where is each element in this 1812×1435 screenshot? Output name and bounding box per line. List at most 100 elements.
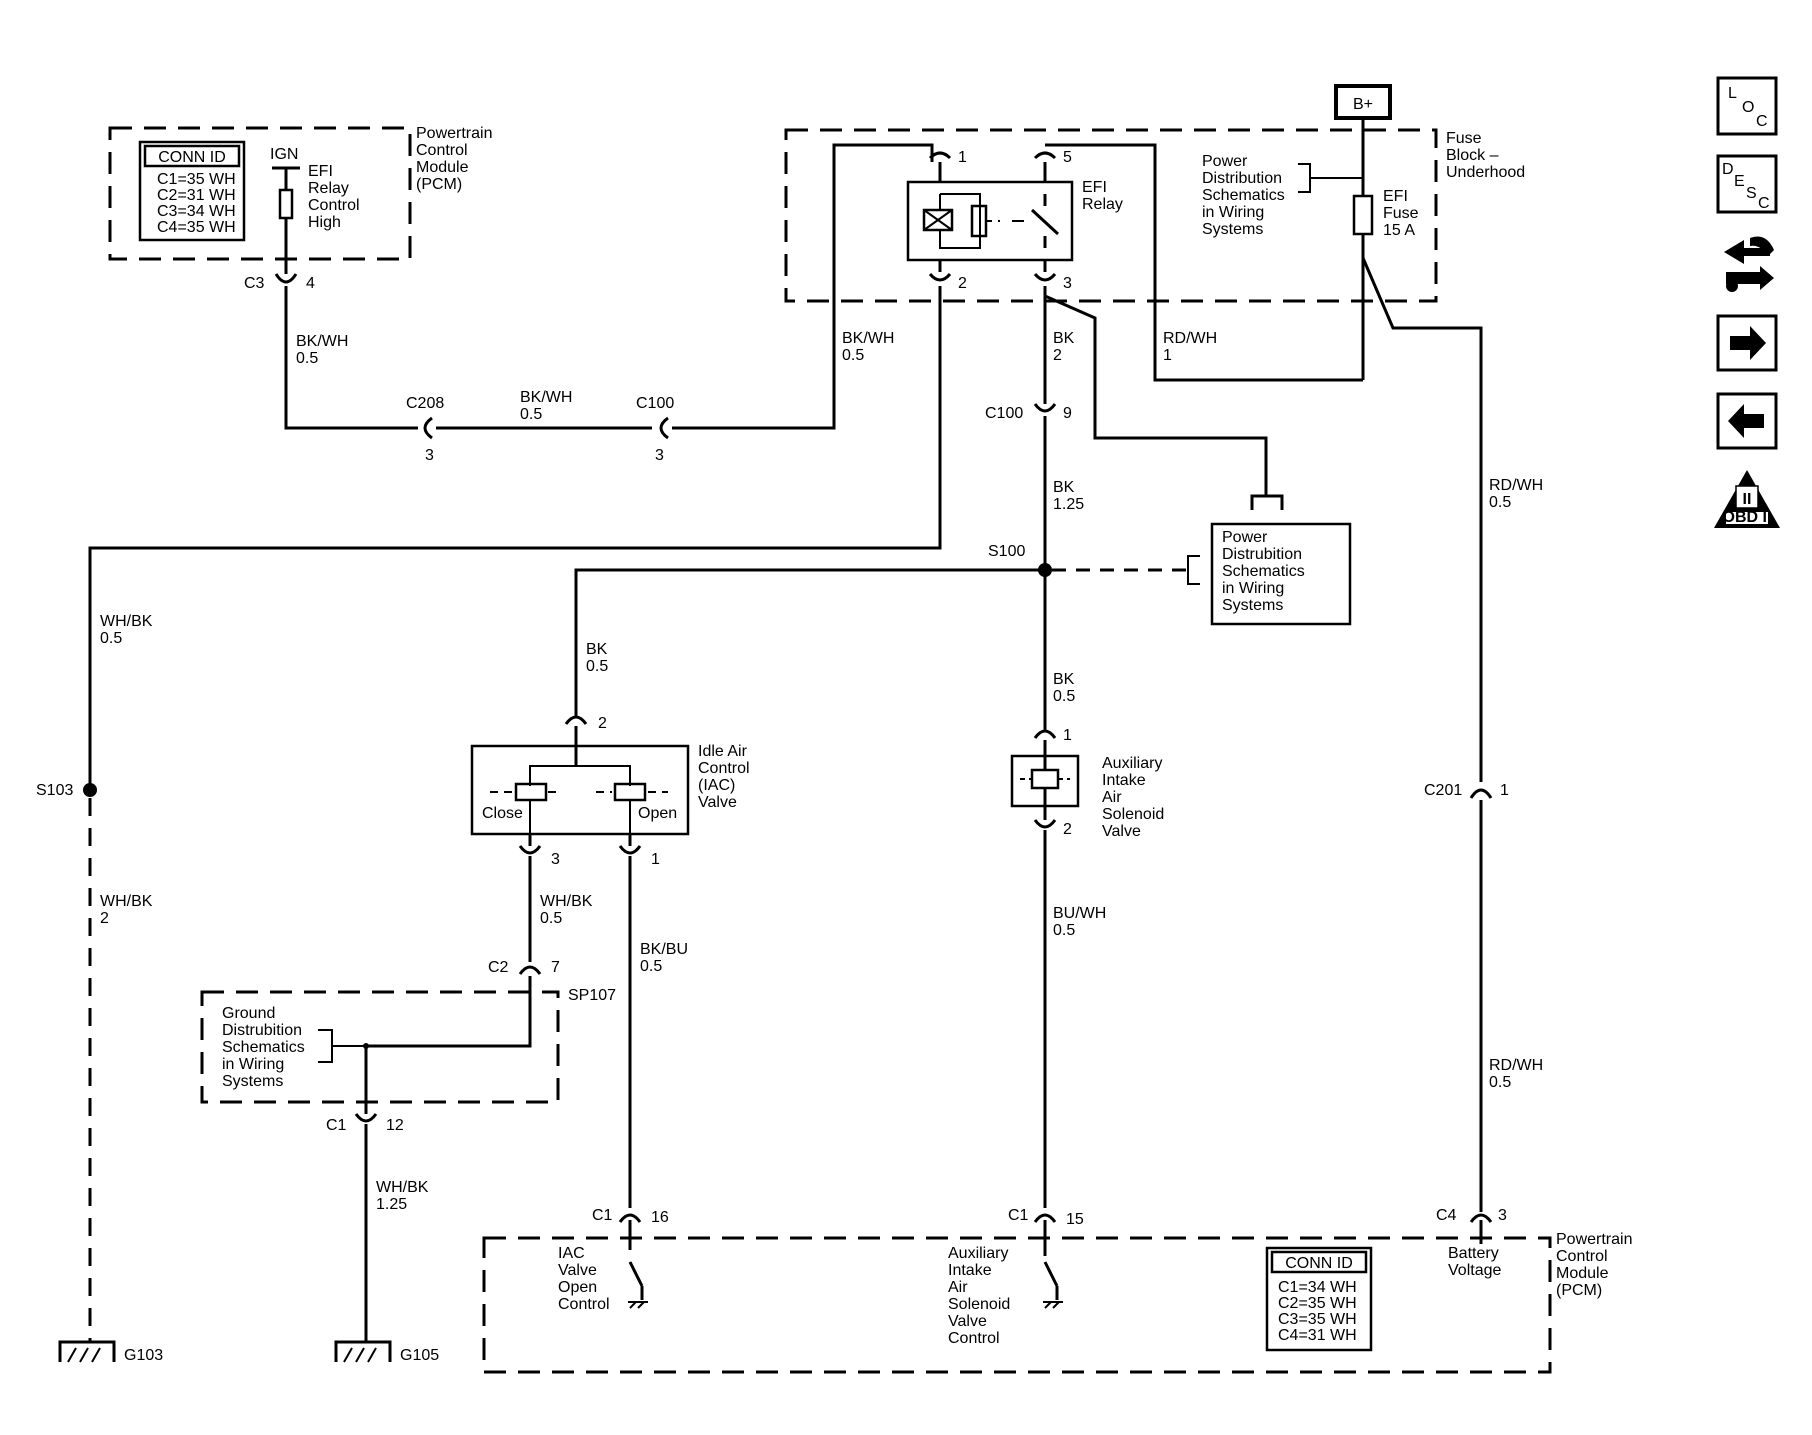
tools-icon[interactable]	[1724, 236, 1774, 293]
desc-button[interactable]: D E S C	[1716, 154, 1778, 214]
loc-icon-letter: O	[1742, 99, 1754, 116]
ground-ref: in Wiring	[222, 1056, 284, 1073]
power-distribution-ref: Power	[1222, 529, 1268, 546]
connector-c1: C1	[326, 1117, 347, 1134]
pcm-bottom-conn-line: C1=34 WH	[1278, 1279, 1357, 1296]
pcm-bottom-conn-line: C2=35 WH	[1278, 1295, 1357, 1312]
power-distribution-ref: Distribution	[1202, 170, 1282, 187]
iac-control-label: Open	[558, 1279, 597, 1296]
connector-c1: C1	[1008, 1207, 1029, 1224]
pcm-top-name: Module	[416, 159, 469, 176]
wire-label: WH/BK	[540, 893, 593, 910]
relay-pin: 1	[958, 149, 967, 166]
connector-c208-pin: 3	[425, 447, 434, 464]
iac-control-label: IAC	[558, 1245, 585, 1262]
relay-pin: 5	[1063, 149, 1072, 166]
connector-c100: C100	[636, 395, 674, 412]
aux-name: Auxiliary	[1102, 755, 1162, 772]
battery-voltage-label: Voltage	[1448, 1262, 1501, 1279]
aux-control-label: Solenoid	[948, 1296, 1010, 1313]
pcm-bottom-conn-title: CONN ID	[1285, 1255, 1353, 1272]
power-distribution-ref: Distrubition	[1222, 546, 1302, 563]
relay-pin: 3	[1063, 275, 1072, 292]
wire-label: BK	[1053, 330, 1075, 347]
efi-fuse-label: EFI	[1383, 188, 1408, 205]
pcm-top-conn-title: CONN ID	[158, 149, 226, 166]
aux-control-label: Intake	[948, 1262, 992, 1279]
iac-valve: 2 Close Open Idle Air Control (IAC) Valv…	[470, 715, 750, 1208]
connector-c1: C1	[592, 1207, 613, 1224]
wire-label: WH/BK	[376, 1179, 429, 1196]
next-button[interactable]	[1716, 314, 1778, 372]
wire-label: 1.25	[376, 1196, 407, 1213]
iac-name: Valve	[698, 794, 737, 811]
pcm-bottom-conn-line: C3=35 WH	[1278, 1311, 1357, 1328]
wire-label: RD/WH	[1489, 477, 1543, 494]
iac-close-label: Close	[482, 805, 523, 822]
wire-label: RD/WH	[1489, 1057, 1543, 1074]
pcm-top-module: CONN ID C1=35 WH C2=31 WH C3=34 WH C4=35…	[108, 125, 492, 292]
aux-pin: 2	[1063, 821, 1072, 838]
loc-icon-letter: C	[1756, 113, 1768, 130]
fuse-block-name: Underhood	[1446, 164, 1525, 181]
iac-pin: 3	[551, 851, 560, 868]
wire-label: 0.5	[1053, 688, 1075, 705]
connector-c3-pin: 4	[306, 275, 315, 292]
obd-label: OBD II	[1723, 509, 1772, 526]
wire-network: RD/WH 1 BK 2 C100 9 BK 1.25 S100 Power D…	[36, 286, 1543, 1342]
connector-c201-pin: 1	[1500, 782, 1509, 799]
power-distribution-ref: in Wiring	[1202, 204, 1264, 221]
relay-pin: 2	[958, 275, 967, 292]
iac-pin: 2	[598, 715, 607, 732]
fuse-block-name: Fuse	[1446, 130, 1482, 147]
wire-label: 2	[100, 910, 109, 927]
efi-relay-control-label: Control	[308, 197, 360, 214]
pcm-top-name: (PCM)	[416, 176, 462, 193]
aux-control-label: Air	[948, 1279, 968, 1296]
splice-sp107: SP107	[568, 987, 616, 1004]
wire-label: 0.5	[842, 347, 864, 364]
desc-icon-letter: S	[1746, 185, 1757, 202]
iac-name: Control	[698, 760, 750, 777]
ground-ref: Ground	[222, 1005, 275, 1022]
wire-label: 0.5	[1489, 1074, 1511, 1091]
iac-name: Idle Air	[698, 743, 748, 760]
fuse-block-name: Block –	[1446, 147, 1499, 164]
fuse-block-underhood: B+ Fuse Block – Underhood EFI Fuse 15 A …	[784, 84, 1525, 782]
connector-c4: C4	[1436, 1207, 1457, 1224]
power-distribution-ref: Power	[1202, 153, 1248, 170]
loc-icon-letter: L	[1728, 85, 1737, 102]
wire-label: BK/WH	[842, 330, 894, 347]
pcm-top-name: Control	[416, 142, 468, 159]
wire-label: 0.5	[586, 658, 608, 675]
power-distribution-ref: Schematics	[1202, 187, 1285, 204]
wire-label: 0.5	[520, 406, 542, 423]
ground-g105: G105	[400, 1347, 439, 1364]
efi-relay-label: EFI	[1082, 179, 1107, 196]
efi-fuse-label: Fuse	[1383, 205, 1419, 222]
pcm-bottom-module: C1 16 IAC Valve Open Control C1 15 Auxil…	[482, 1207, 1632, 1374]
power-distribution-ref: Schematics	[1222, 563, 1305, 580]
wire-label: BK	[1053, 479, 1075, 496]
wire-label: 2	[1053, 347, 1062, 364]
ground-icon	[334, 1340, 392, 1363]
pcm-bottom-name: Powertrain	[1556, 1231, 1632, 1248]
desc-icon-letter: D	[1722, 161, 1734, 178]
pcm-bottom-conn-line: C4=31 WH	[1278, 1327, 1357, 1344]
iac-control-label: Valve	[558, 1262, 597, 1279]
connector-c208: C208	[406, 395, 444, 412]
loc-button[interactable]: L O C	[1716, 76, 1778, 136]
wire-label: BK/WH	[520, 389, 572, 406]
wire-label: WH/BK	[100, 893, 153, 910]
arrow-right-icon	[1730, 326, 1766, 360]
wire-label: 0.5	[100, 630, 122, 647]
obd-ii-button[interactable]: II OBD II	[1714, 470, 1780, 528]
aux-control-label: Valve	[948, 1313, 987, 1330]
wire-label: 0.5	[540, 910, 562, 927]
wire-bkwh-relay-control: BK/WH 0.5 C208 3 BK/WH 0.5 C100 3 BK/WH …	[284, 143, 934, 464]
previous-button[interactable]	[1716, 392, 1778, 450]
aux-name: Intake	[1102, 772, 1146, 789]
aux-pin: 1	[1063, 727, 1072, 744]
arrow-left-icon	[1728, 404, 1764, 438]
